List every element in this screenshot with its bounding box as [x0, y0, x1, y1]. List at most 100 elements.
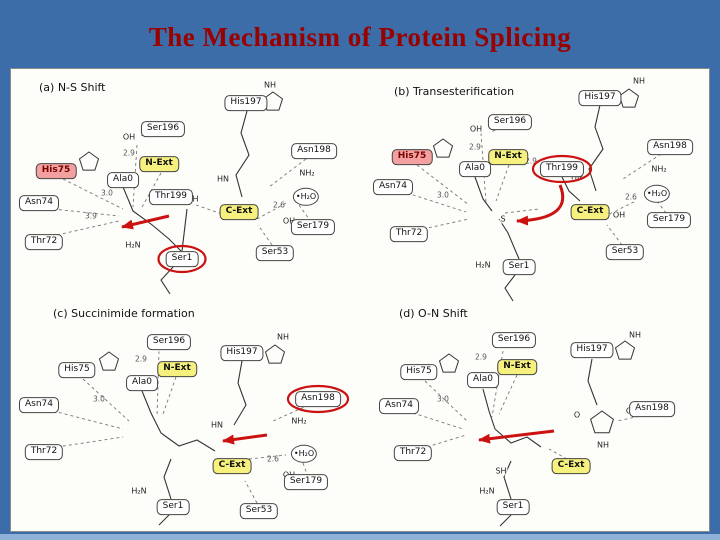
residue-box-ser1: Ser1	[502, 259, 536, 275]
residue-box-ser196: Ser196	[487, 114, 533, 130]
panel-label-b: (b) Transesterification	[394, 85, 515, 98]
hydrogen-bond-line	[416, 164, 470, 206]
bond-line	[141, 390, 162, 434]
residue-box-ser179: Ser179	[283, 474, 329, 490]
atom-label: NH₂	[298, 168, 316, 178]
distance-label: 2.9	[475, 352, 487, 362]
residue-box-asn74: Asn74	[18, 397, 60, 413]
residue-box-ser53: Ser53	[239, 503, 279, 519]
hydrogen-bond-line	[495, 164, 510, 202]
hydrogen-bond-line	[56, 436, 124, 448]
panel-label-a: (a) N-S Shift	[39, 81, 106, 94]
hydrogen-bond-line	[656, 200, 667, 214]
atom-label: H₂N	[474, 260, 492, 270]
atom-label: OH	[281, 216, 297, 226]
distance-label: 3.0	[93, 394, 105, 404]
residue-box-next: N-Ext	[139, 156, 179, 172]
hydrogen-bond-line	[616, 414, 646, 422]
residue-box-asn198: Asn198	[647, 139, 693, 155]
atom-label: O	[572, 410, 582, 420]
distance-label: 2.9	[123, 148, 135, 158]
residue-box-his197: His197	[224, 95, 268, 111]
bond-line	[588, 104, 604, 192]
distance-label: 3.0	[101, 188, 113, 198]
ring-structure	[618, 88, 640, 108]
hydrogen-bond-line	[622, 153, 662, 180]
residue-box-thr72: Thr72	[393, 445, 433, 461]
residue-box-next: N-Ext	[497, 359, 537, 375]
residue-box-asn74: Asn74	[18, 195, 60, 211]
residue-box-asn198: Asn198	[295, 391, 341, 407]
bond-line	[498, 218, 520, 260]
residue-box-ser196: Ser196	[140, 121, 186, 137]
hydrogen-bond-line	[52, 208, 120, 217]
ring-structure	[432, 138, 454, 158]
residue-box-his75: His75	[400, 364, 438, 380]
water-circle: •H₂O	[643, 184, 671, 204]
bond-line	[163, 458, 172, 500]
residue-box-ala0: Ala0	[107, 172, 139, 188]
hydrogen-bond-line	[412, 412, 464, 430]
hydrogen-bond-line	[56, 220, 120, 236]
hydrogen-bond-line	[82, 378, 130, 422]
bond-line	[474, 176, 493, 212]
atom-label: H₂N	[124, 240, 142, 250]
atom-label: HN	[216, 174, 230, 184]
slide-footer-strip	[0, 534, 720, 540]
atom-label: OH	[611, 210, 627, 220]
residue-box-ser1: Ser1	[165, 251, 199, 267]
bond-line	[587, 358, 598, 406]
residue-box-thr72: Thr72	[389, 226, 429, 242]
residue-box-cext: C-Ext	[219, 204, 259, 220]
hydrogen-bond-line	[504, 208, 540, 214]
atom-label: NH	[263, 80, 277, 90]
hydrogen-bond-line	[426, 434, 467, 448]
hydrogen-bond-line	[268, 158, 307, 188]
bond-line	[482, 388, 496, 430]
bond-line	[503, 460, 512, 500]
ring-structure	[590, 410, 614, 434]
atom-label: NH₂	[290, 416, 308, 426]
residue-box-asn74: Asn74	[372, 179, 414, 195]
ring-structure	[98, 351, 120, 371]
atom-label: OH	[468, 124, 484, 134]
residue-box-ser53: Ser53	[255, 245, 295, 261]
residue-box-ala0: Ala0	[459, 161, 491, 177]
ring-structure	[78, 151, 100, 171]
distance-label: 3.0	[437, 190, 449, 200]
atom-label: SH	[494, 466, 508, 476]
water-circle: •H₂O	[290, 444, 318, 464]
bond-line	[494, 428, 542, 448]
bond-lines-layer	[52, 88, 667, 527]
bond-line	[235, 110, 250, 198]
atom-label: H₂N	[130, 486, 148, 496]
distance-label: 3.9	[85, 211, 97, 221]
residue-box-thr199: Thr199	[148, 189, 194, 205]
residue-box-ser196: Ser196	[491, 332, 537, 348]
residue-box-asn74: Asn74	[378, 398, 420, 414]
bond-line	[160, 432, 216, 452]
hydrogen-bond-line	[302, 462, 308, 475]
hydrogen-bond-line	[162, 376, 177, 415]
panel-label-c: (c) Succinimide formation	[53, 307, 195, 320]
residue-box-thr199: Thr199	[539, 161, 585, 177]
residue-box-ala0: Ala0	[467, 372, 499, 388]
distance-label: 2.9	[469, 142, 481, 152]
residue-box-his75: His75	[58, 362, 96, 378]
residue-box-ser179: Ser179	[646, 212, 692, 228]
hydrogen-bond-line	[156, 350, 160, 418]
atom-label: NH₂	[650, 164, 668, 174]
residue-box-ser1: Ser1	[156, 499, 190, 515]
residue-box-ala0: Ala0	[126, 375, 158, 391]
atom-label: NH	[628, 330, 642, 340]
bond-line	[504, 274, 516, 302]
residue-box-asn198: Asn198	[629, 401, 675, 417]
bond-line	[160, 265, 175, 295]
bond-line	[181, 208, 188, 252]
residue-box-cext: C-Ext	[212, 458, 252, 474]
residue-box-next: N-Ext	[488, 149, 528, 165]
atom-label: NH	[596, 440, 610, 450]
residue-box-next: N-Ext	[157, 361, 197, 377]
